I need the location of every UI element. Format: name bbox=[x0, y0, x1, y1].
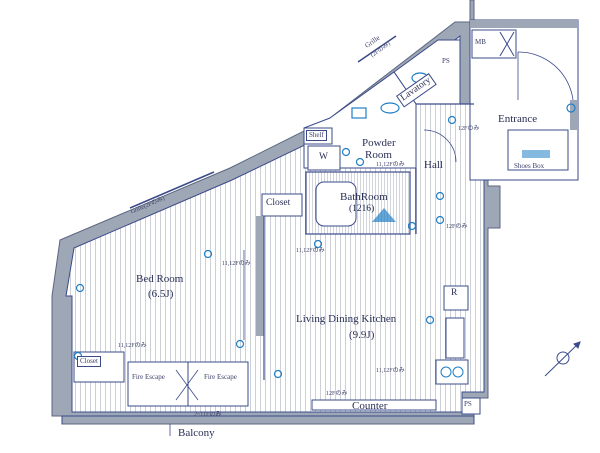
ps-top-label: PS bbox=[442, 57, 450, 65]
closet-middle-label: Closet bbox=[266, 198, 291, 208]
refrigerator bbox=[443, 285, 469, 311]
bathtub bbox=[315, 181, 357, 227]
bathroom-label: BathRoom bbox=[340, 191, 388, 203]
north-arrow bbox=[544, 341, 581, 377]
refrigerator-label: R bbox=[451, 288, 458, 298]
powder-room-label-1: Powder bbox=[362, 137, 396, 149]
mb-label: MB bbox=[475, 38, 486, 46]
bedroom-label: Bed Room bbox=[136, 273, 184, 285]
counter-label: Counter bbox=[352, 400, 388, 412]
hall-door-swing bbox=[423, 129, 457, 163]
fire-escape-1-label: Fire Escape bbox=[132, 373, 165, 381]
mb-box bbox=[471, 29, 517, 59]
entrance-door-swing bbox=[517, 51, 574, 101]
shelf-label: Shelf bbox=[306, 130, 327, 141]
shoes-box-label: Shoes Box bbox=[514, 162, 545, 170]
balcony-label: Balcony bbox=[178, 427, 215, 439]
washer-label: W bbox=[319, 152, 328, 162]
fire-escape-2-label: Fire Escape bbox=[204, 373, 237, 381]
ldk-label: Living Dining Kitchen bbox=[296, 313, 397, 325]
note-1112f-closet: 11,12Fのみ bbox=[118, 343, 147, 349]
counter bbox=[311, 399, 437, 411]
closet-middle bbox=[261, 193, 303, 217]
powder-room-label-2: Room bbox=[365, 149, 392, 161]
note-1112f-kitchen: 11,12Fのみ bbox=[376, 368, 405, 374]
note-1112f-bed: 11,12Fのみ bbox=[222, 261, 251, 267]
entrance-label: Entrance bbox=[498, 113, 538, 125]
entrance-wall-top bbox=[470, 20, 578, 28]
closet-left-label: Closet bbox=[77, 356, 101, 367]
note-1112f-powder: 11,12Fのみ bbox=[376, 162, 405, 168]
note-2-11f: 2~11Fのみ bbox=[194, 412, 222, 418]
washer-box bbox=[307, 145, 341, 171]
bathroom-size: (1216) bbox=[349, 204, 375, 214]
ps-bottom-label: PS bbox=[464, 400, 472, 408]
bedroom-size: (6.5J) bbox=[148, 288, 174, 300]
note-12f-hall: 12Fのみ bbox=[458, 126, 480, 132]
ps-bottom-shaft bbox=[461, 397, 481, 415]
kitchen-sink bbox=[445, 317, 465, 359]
balcony-outline bbox=[61, 415, 475, 424]
note-12f-ldk-top: 12Fのみ bbox=[446, 224, 468, 230]
note-1112f-ldk: 11,12Fのみ bbox=[296, 248, 325, 254]
note-12f-counter: 12Fのみ bbox=[326, 391, 348, 397]
hall-label: Hall bbox=[424, 159, 443, 171]
ldk-size: (9.9J) bbox=[349, 329, 375, 341]
